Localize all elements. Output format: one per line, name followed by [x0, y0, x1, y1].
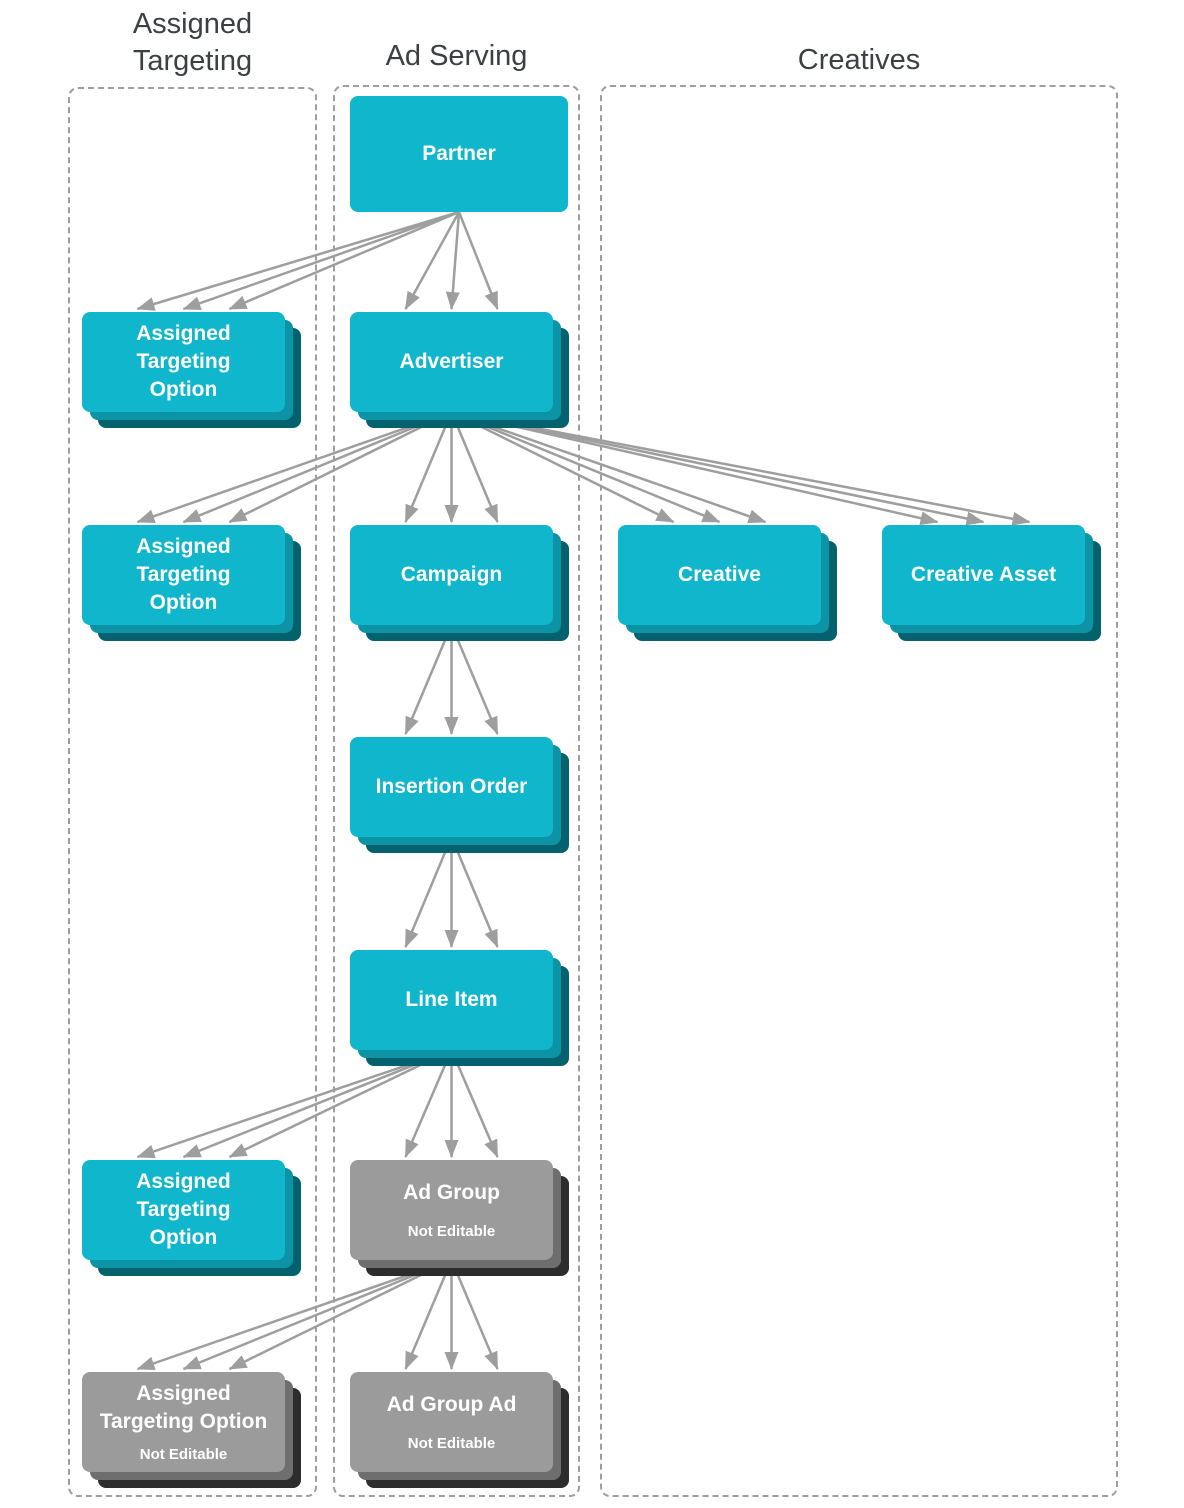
node-label: Ad Group Ad	[386, 1393, 517, 1416]
node-campaign: Campaign	[350, 525, 553, 625]
node-label: Ad Group	[403, 1181, 500, 1204]
node-advertiser: Advertiser	[350, 312, 553, 412]
column-title-ad-serving: Ad Serving	[385, 40, 528, 72]
node-label: Advertiser	[399, 350, 504, 373]
node-label: Assigned Targeting Option	[136, 1170, 231, 1249]
node-label: Creative	[678, 563, 761, 586]
node-label: Partner	[422, 142, 496, 165]
column-creatives	[600, 85, 1118, 1497]
node-assigned-targeting-option-2: Assigned Targeting Option	[82, 525, 285, 625]
node-label: Line Item	[405, 988, 498, 1011]
node-ad-group: Ad Group Not Editable	[350, 1160, 553, 1260]
node-assigned-targeting-option-1: Assigned Targeting Option	[82, 312, 285, 412]
node-label: Assigned Targeting Option	[136, 535, 231, 614]
node-sublabel-not-editable: Not Editable	[407, 1435, 496, 1452]
column-title-assigned-targeting: Assigned Targeting	[132, 8, 253, 77]
node-label: Assigned Targeting Option	[136, 322, 231, 401]
node-creative: Creative	[618, 525, 821, 625]
node-label: Campaign	[400, 563, 503, 586]
node-ad-group-ad: Ad Group Ad Not Editable	[350, 1372, 553, 1472]
node-partner: Partner	[350, 96, 568, 212]
column-assigned-targeting	[68, 87, 317, 1497]
node-creative-asset: Creative Asset	[882, 525, 1085, 625]
node-label: Insertion Order	[375, 775, 528, 798]
node-assigned-targeting-option-3: Assigned Targeting Option	[82, 1160, 285, 1260]
column-ad-serving	[333, 85, 580, 1497]
node-sublabel-not-editable: Not Editable	[139, 1446, 228, 1463]
column-title-creatives: Creatives	[797, 44, 921, 76]
node-insertion-order: Insertion Order	[350, 737, 553, 837]
node-label: Creative Asset	[910, 563, 1057, 586]
node-assigned-targeting-option-4: Assigned Targeting Option Not Editable	[82, 1372, 285, 1472]
node-sublabel-not-editable: Not Editable	[407, 1223, 496, 1240]
node-label: Assigned Targeting Option	[99, 1382, 268, 1433]
node-line-item: Line Item	[350, 950, 553, 1050]
